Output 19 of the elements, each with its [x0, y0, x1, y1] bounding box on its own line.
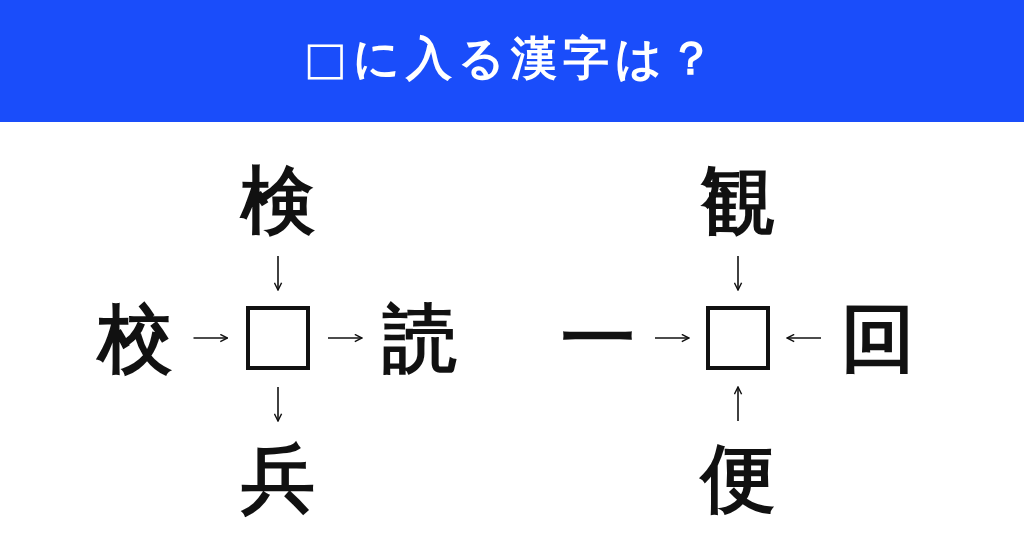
- blank-square: [246, 306, 310, 370]
- blank-square: [706, 306, 770, 370]
- kanji-character: 便: [701, 438, 775, 518]
- kanji-character: 観: [701, 160, 775, 240]
- arrow: [654, 333, 690, 343]
- kanji-character: 校: [98, 298, 172, 378]
- arrow: [327, 333, 363, 343]
- kanji-character: 読: [383, 298, 457, 378]
- kanji-character: 検: [241, 160, 315, 240]
- arrow: [786, 333, 822, 343]
- kanji-character: 回: [841, 298, 915, 378]
- kanji-character: 兵: [241, 438, 315, 518]
- arrow: [192, 333, 229, 343]
- kanji-character: 一: [561, 298, 635, 378]
- arrow: [733, 386, 743, 422]
- arrow: [273, 386, 283, 422]
- title: □に入る漢字は？: [302, 30, 722, 87]
- arrow: [273, 255, 283, 291]
- arrow: [733, 255, 743, 291]
